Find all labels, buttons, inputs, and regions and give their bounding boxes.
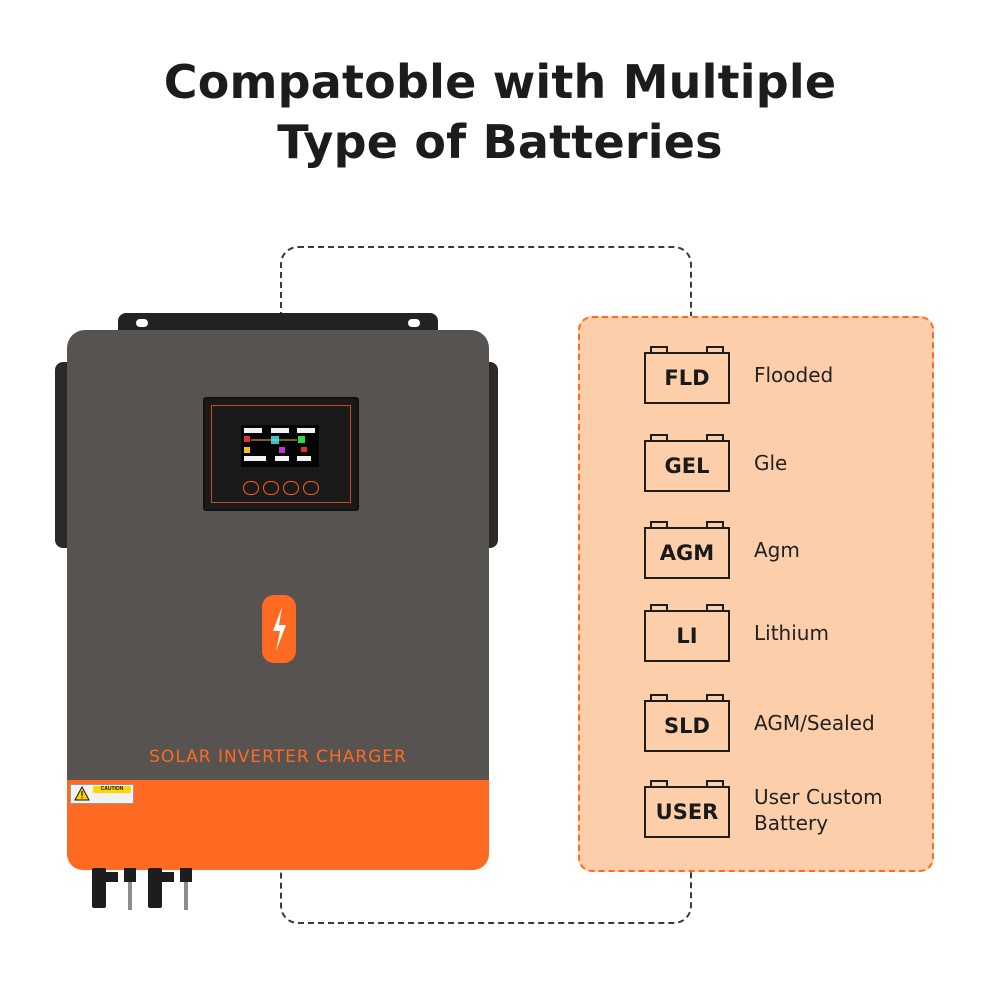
battery-type-sld: SLD AGM/Sealed [644,694,930,766]
connector [106,872,118,882]
lcd-button [283,481,299,495]
battery-type-user: USER User Custom Battery [644,780,930,852]
battery-description: Lithium [754,621,829,645]
battery-code: AGM [644,527,730,579]
mount-hole [136,319,148,327]
pv-connectors [88,868,208,912]
title-line-1: Compatoble with Multiple [163,55,837,109]
battery-description: User Custom Battery [754,785,883,835]
lcd-button [303,481,319,495]
product-label: SOLAR INVERTER CHARGER [149,747,407,767]
mount-hole [408,319,420,327]
caution-label: CAUTION [93,786,131,793]
battery-icon: SLD [644,694,730,756]
battery-code: FLD [644,352,730,404]
battery-code: GEL [644,440,730,492]
connector [148,868,162,908]
lightning-bolt-icon [262,595,296,663]
connector [92,868,106,908]
lcd-readout-graphic [244,428,315,461]
lcd-button [263,481,279,495]
battery-description: Gle [754,451,788,475]
battery-type-fld: FLD Flooded [644,346,930,418]
lcd-display [203,397,359,511]
warning-icon [74,785,90,801]
battery-code: SLD [644,700,730,752]
connector-pin [184,876,188,910]
battery-icon: USER [644,780,730,842]
lcd-screen [241,425,319,467]
battery-icon: LI [644,604,730,666]
lcd-border [211,405,351,503]
page-title: Compatoble with Multiple Type of Batteri… [0,52,1000,172]
connector [180,868,192,882]
battery-types-panel: FLD Flooded GEL Gle AGM Agm LI Lithium S… [578,316,934,872]
battery-type-agm: AGM Agm [644,521,930,593]
inverter-base [67,780,489,870]
battery-icon: FLD [644,346,730,408]
battery-description: Flooded [754,363,834,387]
battery-icon: GEL [644,434,730,496]
battery-description: AGM/Sealed [754,711,875,735]
lcd-button [243,481,259,495]
connector [162,872,174,882]
battery-icon: AGM [644,521,730,583]
battery-code: LI [644,610,730,662]
connector [124,868,136,882]
battery-type-li: LI Lithium [644,604,930,676]
battery-code: USER [644,786,730,838]
title-line-2: Type of Batteries [277,115,723,169]
caution-sticker: CAUTION [70,784,134,804]
connector-pin [128,876,132,910]
battery-type-gel: GEL Gle [644,434,930,506]
battery-description: Agm [754,538,800,562]
